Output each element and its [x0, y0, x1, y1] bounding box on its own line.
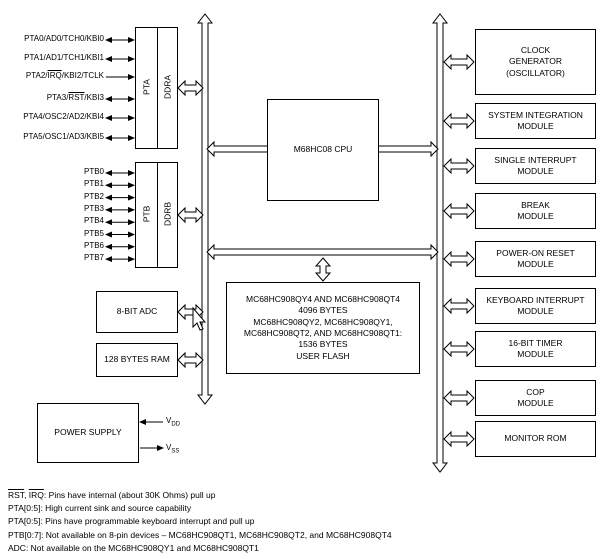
power-supply-block: POWER SUPPLY: [37, 403, 139, 463]
left-internal-bus: [196, 13, 214, 405]
module-block-3: SINGLE INTERRUPT MODULE: [475, 148, 596, 184]
ptb-label: PTB: [141, 205, 152, 223]
module-block-8: COP MODULE: [475, 380, 596, 416]
ram-block: 128 BYTES RAM: [96, 343, 178, 377]
mouse-cursor-icon: [192, 306, 207, 331]
pta-pin-label-4: PTA4/OSC2/AD2/KBI4: [23, 112, 104, 121]
ddrb-register-block: [157, 162, 178, 268]
module-bus-arrow-4: [443, 202, 475, 220]
module-block-6: KEYBOARD INTERRUPT MODULE: [475, 288, 596, 324]
adc-block: 8-BIT ADC: [96, 291, 178, 333]
pta-label: PTA: [141, 79, 152, 95]
pta-pin-label-3: PTA3/RST/KBI3: [46, 93, 104, 102]
ptb-pin-label-3: PTB3: [83, 203, 104, 213]
vss-letter: V: [166, 443, 172, 452]
pta-bus-arrow: [177, 79, 204, 97]
module-block-7: 16-BIT TIMER MODULE: [475, 331, 596, 367]
user-flash-block: MC68HC908QY4 AND MC68HC908QT4 4096 BYTES…: [226, 282, 420, 374]
module-block-4: BREAK MODULE: [475, 193, 596, 229]
ptb-pin-label-2: PTB2: [83, 191, 104, 201]
footnote-pta-keyboard: PTA[0:5]: Pins have programmable keyboar…: [8, 516, 255, 527]
footnote-pta-current: PTA[0:5]: High current sink and source c…: [8, 503, 192, 514]
cpu-block: M68HC08 CPU: [267, 99, 379, 201]
pta-pin-label-2: PTA2/IRQ/KBI2/TCLK: [25, 71, 104, 80]
footnote-reset-irq: RST, IRQ: Pins have internal (about 30K …: [8, 489, 392, 502]
cpu-bus-arrow-lower: [206, 243, 439, 261]
vss-label: VSS: [166, 443, 179, 455]
vdd-label: VDD: [166, 416, 180, 428]
module-block-9: MONITOR ROM: [475, 421, 596, 457]
module-bus-arrow-8: [443, 389, 475, 407]
pta-pin-label-5: PTA5/OSC1/AD3/KBI5: [23, 132, 104, 141]
module-bus-arrow-7: [443, 340, 475, 358]
ddra-label: DDRA: [162, 74, 173, 100]
module-bus-arrow-6: [443, 297, 475, 315]
module-block-5: POWER-ON RESET MODULE: [475, 241, 596, 277]
footnotes: RST, IRQ: Pins have internal (about 30K …: [8, 489, 392, 555]
ram-bus-arrow: [177, 351, 204, 369]
ptb-pin-label-6: PTB6: [83, 240, 104, 250]
flash-to-bus-arrow: [314, 257, 332, 282]
module-bus-arrow-5: [443, 250, 475, 268]
ptb-bus-arrow: [177, 206, 204, 224]
pta-pin-label-1: PTA1/AD1/TCH1/KBI1: [24, 53, 104, 62]
rst-overbar-text: RST: [8, 490, 25, 500]
ptb-pin-label-4: PTB4: [83, 216, 104, 226]
module-block-2: SYSTEM INTEGRATION MODULE: [475, 103, 596, 139]
note1-text: : Pins have internal (about 30K Ohms) pu…: [43, 490, 216, 500]
ddrb-label: DDRB: [162, 201, 173, 227]
module-bus-arrow-1: [443, 53, 475, 71]
module-bus-arrow-2: [443, 112, 475, 130]
ptb-pin-label-5: PTB5: [83, 228, 104, 238]
ptb-pin-label-7: PTB7: [83, 253, 104, 263]
footnote-ptb: PTB[0:7]: Not available on 8-pin devices…: [8, 529, 392, 540]
vss-subscript: SS: [171, 448, 180, 455]
right-internal-bus: [431, 13, 449, 473]
vdd-letter: V: [166, 416, 172, 425]
module-bus-arrow-3: [443, 157, 475, 175]
ddra-register-block: [157, 27, 178, 149]
note1-separator: ,: [24, 490, 29, 500]
irq-overbar-text: IRQ: [28, 490, 44, 500]
pta-pin-label-0: PTA0/AD0/TCH0/KBI0: [24, 34, 104, 43]
module-bus-arrow-9: [443, 430, 475, 448]
vdd-subscript: DD: [171, 421, 181, 428]
ptb-pin-label-1: PTB1: [83, 179, 104, 189]
ptb-pin-label-0: PTB0: [83, 167, 104, 176]
footnote-adc: ADC: Not available on the MC68HC908QY1 a…: [8, 542, 259, 553]
module-block-1: CLOCK GENERATOR (OSCILLATOR): [475, 29, 596, 95]
